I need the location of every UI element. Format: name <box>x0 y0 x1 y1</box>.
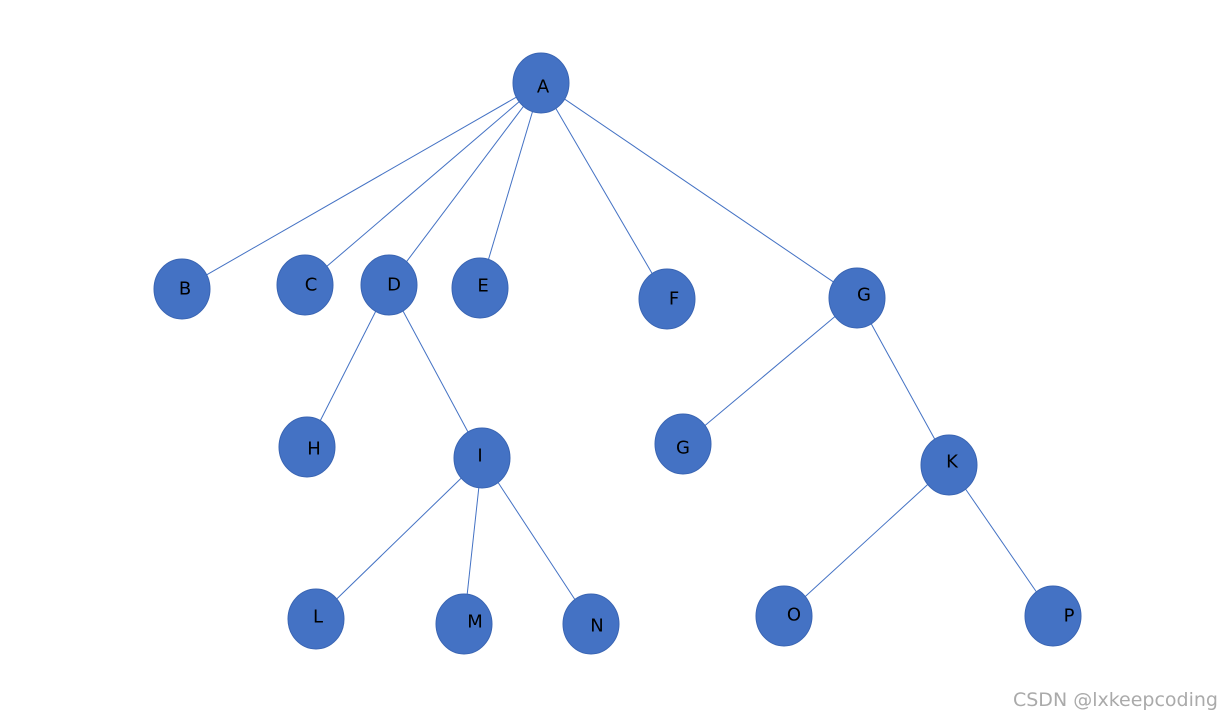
tree-node-n: N <box>562 593 620 655</box>
edge-a-d <box>406 106 524 262</box>
edge-a-g1 <box>564 98 834 283</box>
node-label: E <box>477 276 488 297</box>
node-label: G <box>857 285 871 306</box>
node-circle <box>1024 585 1082 647</box>
node-label: P <box>1064 606 1075 627</box>
node-circle <box>153 258 211 320</box>
tree-node-b: B <box>153 258 211 320</box>
tree-node-f: F <box>638 268 696 330</box>
node-label: G <box>676 438 690 459</box>
edge-d-i <box>402 310 469 433</box>
edge-i-m <box>466 487 480 595</box>
tree-node-o: O <box>755 585 813 647</box>
node-circle <box>562 593 620 655</box>
node-circle <box>435 593 493 655</box>
edge-g1-k <box>870 323 936 440</box>
node-circle <box>451 257 509 319</box>
node-label: L <box>313 607 323 628</box>
node-label: K <box>946 452 959 473</box>
node-layer: A B C D E F G H I G K L M N O P <box>153 52 1082 655</box>
node-circle <box>276 254 334 316</box>
node-label: M <box>467 612 483 633</box>
node-circle <box>920 434 978 496</box>
tree-node-g1: G <box>828 267 886 329</box>
edge-layer <box>206 96 1037 600</box>
tree-node-d: D <box>360 254 418 316</box>
node-label: B <box>179 279 191 300</box>
tree-node-k: K <box>920 434 978 496</box>
tree-node-g2: G <box>654 413 712 475</box>
edge-a-b <box>206 96 517 276</box>
node-circle <box>828 267 886 329</box>
edge-i-l <box>336 477 462 600</box>
edge-k-o <box>804 484 929 597</box>
edge-a-c <box>326 101 520 267</box>
node-circle <box>453 427 511 489</box>
node-label: O <box>787 605 801 626</box>
node-circle <box>278 416 336 478</box>
node-label: D <box>387 275 401 296</box>
tree-node-l: L <box>287 588 345 650</box>
node-circle <box>360 254 418 316</box>
watermark: CSDN @lxkeepcoding <box>1012 689 1218 711</box>
node-circle <box>755 585 813 647</box>
edge-i-n <box>497 482 576 600</box>
tree-node-p: P <box>1024 585 1082 647</box>
node-circle <box>512 52 570 114</box>
node-circle <box>654 413 712 475</box>
tree-node-m: M <box>435 593 493 655</box>
edge-a-e <box>488 111 533 260</box>
node-label: A <box>537 77 550 98</box>
node-circle <box>287 588 345 650</box>
node-circle <box>638 268 696 330</box>
tree-node-c: C <box>276 254 334 316</box>
node-label: C <box>305 275 318 296</box>
tree-node-e: E <box>451 257 509 319</box>
node-label: H <box>307 439 321 460</box>
tree-node-h: H <box>278 416 336 478</box>
tree-node-i: I <box>453 427 511 489</box>
node-label: F <box>669 289 679 310</box>
edge-g1-g2 <box>704 316 836 426</box>
node-label: N <box>590 616 603 637</box>
node-label: I <box>477 446 482 467</box>
edge-k-p <box>965 488 1037 593</box>
edge-d-h <box>319 311 377 421</box>
edge-a-f <box>555 108 653 274</box>
tree-node-a: A <box>512 52 570 114</box>
